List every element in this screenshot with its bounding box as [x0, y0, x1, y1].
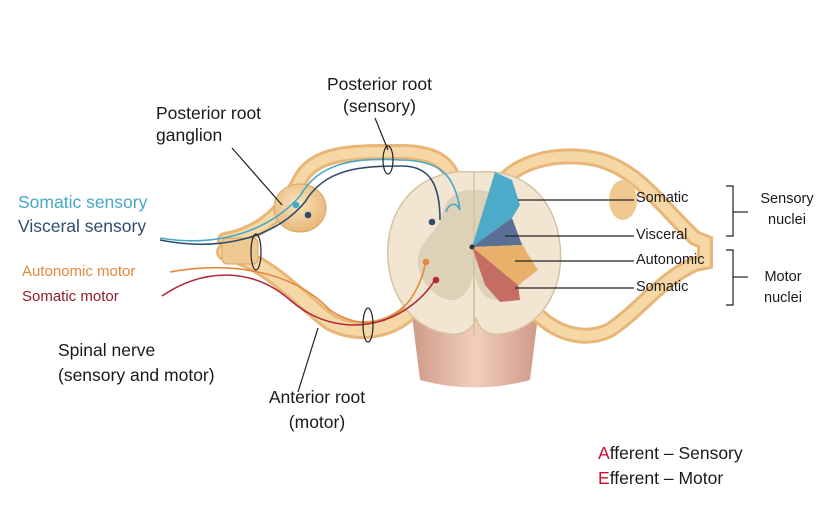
autonomic-motor-fiber [169, 258, 430, 324]
spinal-nerve-ring [250, 233, 262, 271]
somatic-motor-fiber [161, 274, 440, 326]
legend-afferent-initial: A [598, 443, 610, 463]
nucleus-somatic-motor-label: Somatic [636, 279, 689, 295]
motor-nuclei-label: Motor nuclei [748, 268, 818, 307]
autonomic-motor-label: Autonomic motor [22, 263, 136, 280]
somatic-motor-nucleus [472, 247, 520, 302]
legend-afferent-text: fferent – Sensory [609, 443, 743, 463]
spinal-nerve-label: Spinal nerve (sensory and motor) [58, 340, 215, 387]
posterior-root-label: Posterior root (sensory) [312, 74, 447, 118]
legend-afferent: Afferent – Sensory [598, 443, 743, 465]
visceral-sensory-fiber [159, 165, 441, 246]
anterior-root-ring [362, 307, 374, 343]
legend-efferent: Efferent – Motor [598, 468, 723, 490]
spinal-nerve-label-line2: (sensory and motor) [58, 364, 215, 385]
somatic-sensory-fiber [159, 158, 461, 242]
nucleus-visceral-label: Visceral [636, 227, 688, 243]
legend-efferent-initial: E [598, 468, 610, 488]
nucleus-autonomic-label: Autonomic [636, 252, 705, 268]
leader-lines [231, 117, 748, 393]
somatic-sensory-label: Somatic sensory [18, 192, 148, 212]
legend-efferent-text: fferent – Motor [609, 468, 724, 488]
posterior-root-ganglion-label-line2: ganglion [156, 124, 223, 145]
anterior-root-label-line1: Anterior root [268, 387, 366, 407]
posterior-root [217, 143, 460, 248]
posterior-root-label-line1: Posterior root [326, 74, 433, 94]
spinal-nerve-label-line1: Spinal nerve [58, 340, 156, 360]
posterior-root-ganglion-label-line1: Posterior root [156, 103, 262, 123]
nucleus-somatic-sensory-label: Somatic [636, 190, 689, 206]
central-canal [469, 244, 475, 250]
somatic-motor-label: Somatic motor [22, 288, 119, 305]
motor-nuclei-label-line2: nuclei [764, 290, 802, 307]
autonomic-motor-nucleus [472, 245, 538, 285]
somatic-sensory-nucleus [472, 172, 520, 247]
sensory-nuclei-label: Sensory nuclei [752, 190, 822, 229]
visceral-sensory-label: Visceral sensory [18, 216, 147, 236]
motor-nuclei-label-line1: Motor [764, 269, 802, 285]
spinal-cord-cross-section [387, 170, 562, 335]
posterior-root-ring [382, 145, 394, 175]
sensory-nuclei-label-line2: nuclei [768, 212, 806, 229]
right-spinal-nerve [484, 148, 713, 344]
anterior-root-label: Anterior root (motor) [252, 387, 382, 434]
posterior-root-label-line2: (sensory) [343, 95, 416, 116]
spinal-nerve-trunk [221, 237, 259, 265]
sensory-nuclei-label-line1: Sensory [760, 191, 814, 207]
anterior-root-label-line2: (motor) [288, 411, 346, 432]
posterior-root-ganglion-label: Posterior root ganglion [156, 103, 261, 147]
visceral-sensory-nucleus [472, 218, 522, 247]
